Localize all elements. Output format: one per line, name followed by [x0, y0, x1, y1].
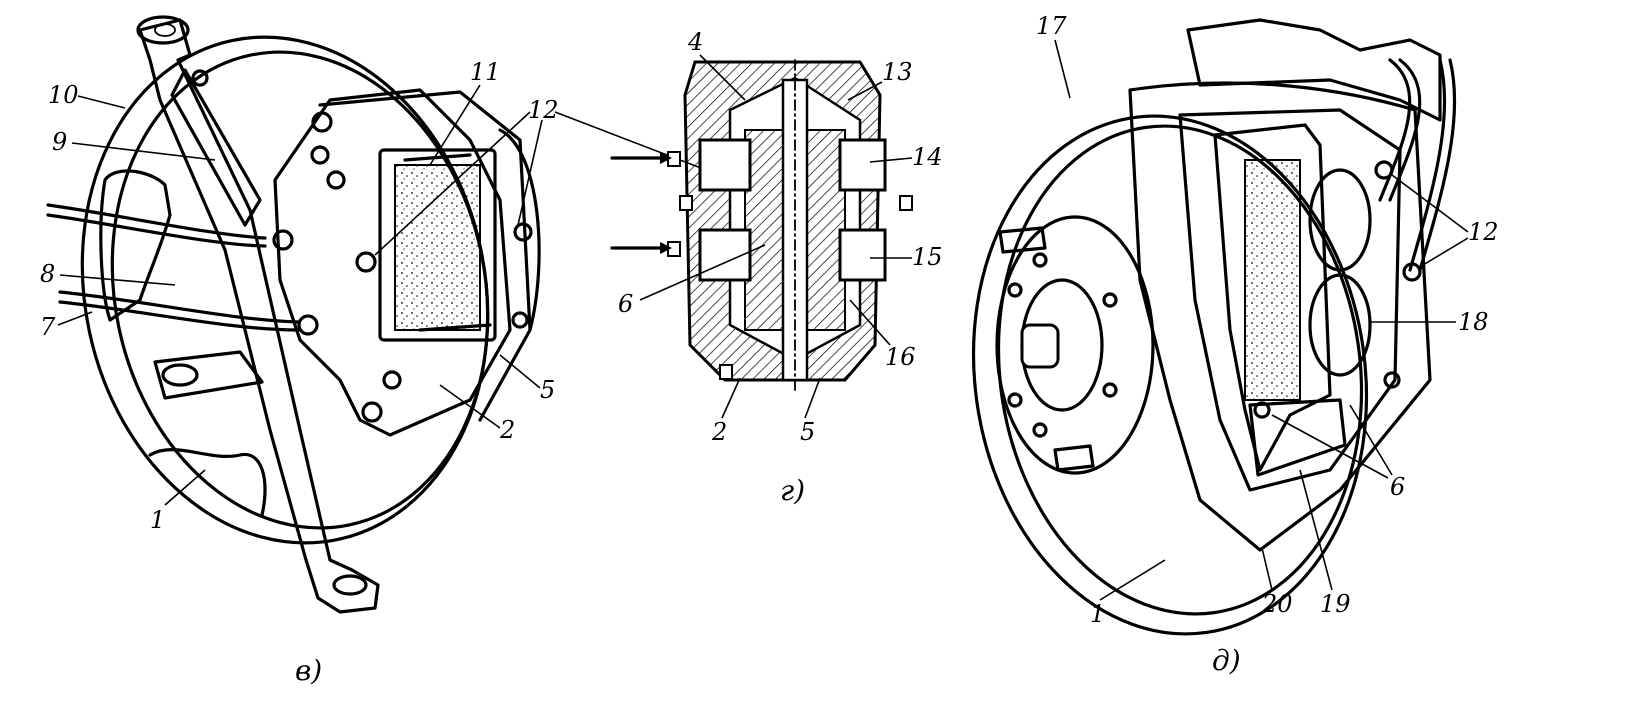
label-g-6: 6: [618, 290, 633, 318]
label-g-4: 4: [687, 28, 703, 56]
label-g-16: 16: [885, 343, 916, 371]
figure-d-drawing: [971, 18, 1457, 636]
label-g-2: 2: [711, 418, 727, 446]
label-v-5: 5: [540, 376, 555, 404]
label-g-5: 5: [800, 418, 815, 446]
label-d-19: 19: [1320, 590, 1351, 618]
caption-g: г): [780, 474, 805, 507]
figure-g-drawing: [610, 59, 913, 391]
figure-g-labels: 4 13 14 6 15 16 2 5 г): [618, 28, 943, 507]
caption-v: в): [295, 654, 322, 687]
label-d-1: 1: [1090, 600, 1105, 628]
figure-d-labels: 17 12 18 6 1 20 19 д): [1036, 12, 1499, 677]
label-v-11: 11: [470, 58, 501, 86]
figure-v-labels: 10 9 8 7 1 11 12 5 2 в): [40, 58, 741, 687]
label-v-1: 1: [150, 506, 165, 534]
label-v-2: 2: [499, 416, 515, 444]
label-d-6: 6: [1390, 473, 1405, 501]
label-g-13: 13: [882, 58, 913, 86]
label-v-7: 7: [40, 313, 56, 341]
label-v-12: 12: [528, 96, 559, 124]
label-g-15: 15: [912, 243, 943, 271]
label-d-17: 17: [1036, 12, 1067, 40]
label-v-8: 8: [40, 260, 55, 288]
label-v-9: 9: [52, 128, 67, 156]
caption-d: д): [1212, 644, 1241, 677]
label-g-14: 14: [912, 143, 943, 171]
figure-v-drawing: [46, 15, 541, 614]
label-d-20: 20: [1261, 590, 1293, 618]
label-d-18: 18: [1458, 308, 1489, 336]
label-d-12: 12: [1468, 218, 1499, 246]
label-v-10: 10: [48, 81, 79, 109]
